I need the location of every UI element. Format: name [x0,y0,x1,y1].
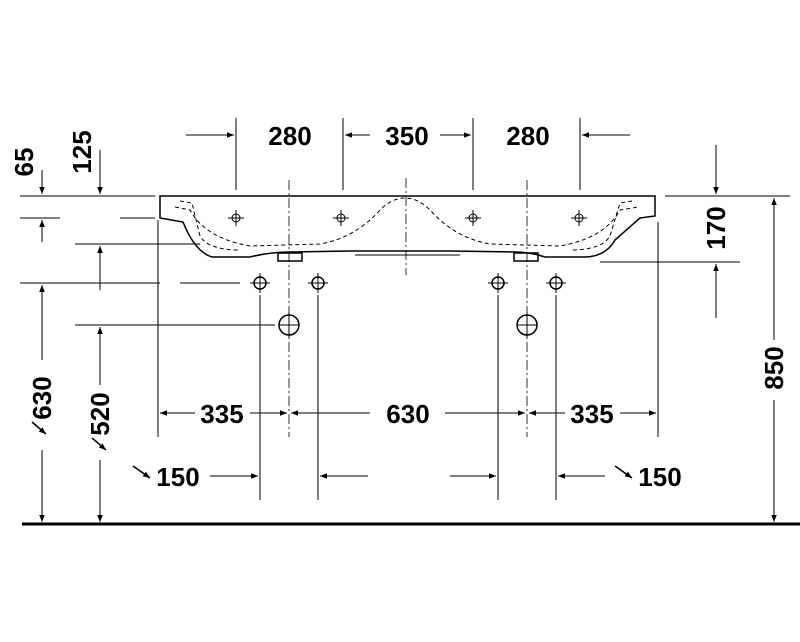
dim-280-right: 280 [506,121,549,151]
dim-150-right: 150 [638,462,681,492]
washbasin-outline [159,195,656,262]
dim-125: 125 [67,130,97,173]
tap-hole-markers [228,210,587,226]
wall-connection-points [250,273,566,338]
dim-630-left: 630 [27,376,57,419]
dim-350: 350 [385,121,428,151]
dim-280-left: 280 [268,121,311,151]
dim-150-left: 150 [156,462,199,492]
dim-630-bottom: 630 [386,399,429,429]
dim-65: 65 [9,148,39,177]
dim-850: 850 [759,346,789,389]
extension-lines [20,118,790,500]
dim-335-right: 335 [570,399,613,429]
dim-170: 170 [701,206,731,249]
dimension-arrows [31,132,777,522]
dim-520: 520 [85,392,115,435]
dim-335-left: 335 [200,399,243,429]
